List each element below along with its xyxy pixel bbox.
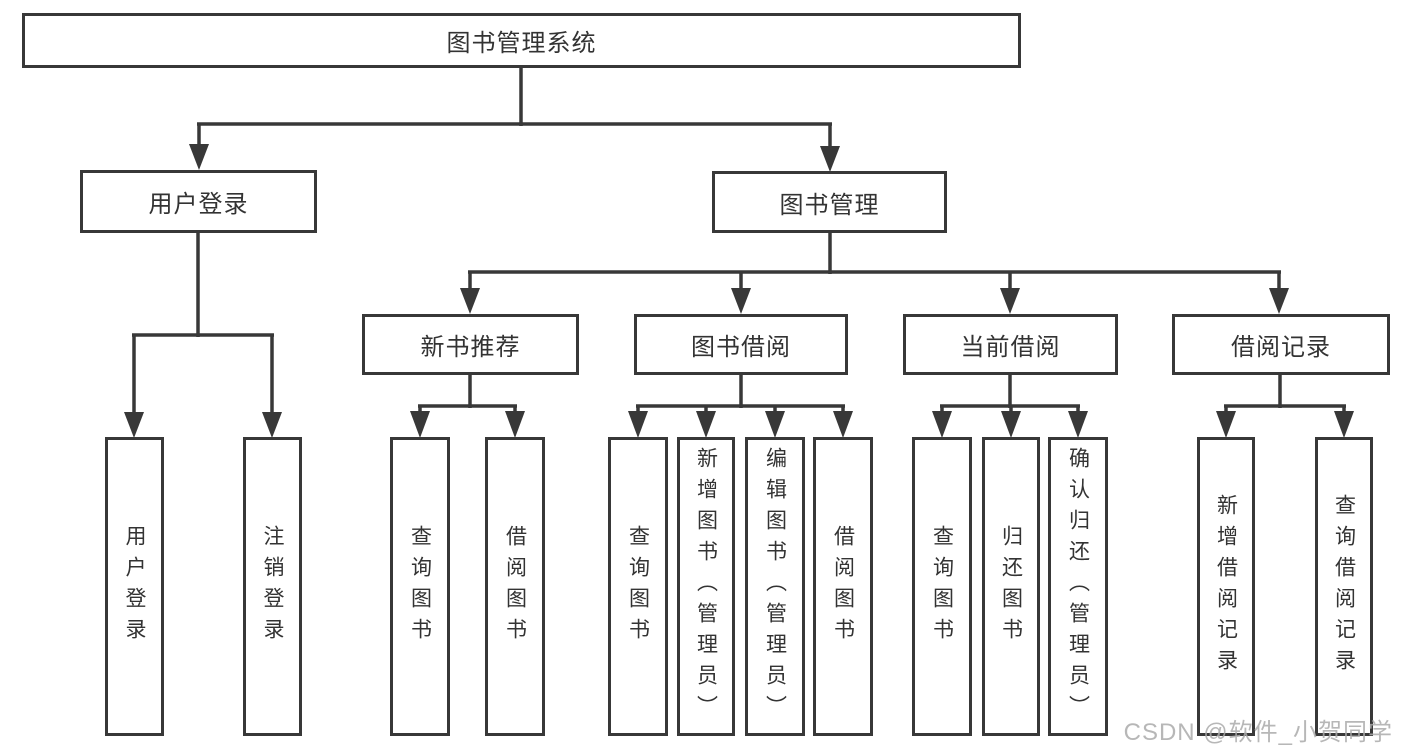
arrowhead: [1269, 288, 1289, 314]
node-book-borrowing: 图书借阅: [634, 314, 848, 375]
node-label: 当前借阅: [960, 334, 1061, 361]
node-label: 图书管理: [779, 191, 880, 219]
node-label: 图书管理系统: [446, 30, 597, 57]
arrowhead: [765, 411, 785, 438]
node-label: 图书借阅: [691, 334, 791, 361]
leaf-label: 新增图书（管理员）: [694, 447, 718, 726]
connectors-group: [124, 68, 1354, 438]
leaf-query-books-recommend: 查询图书: [390, 437, 450, 736]
node-label: 用户登录: [148, 191, 249, 218]
arrowhead: [1216, 411, 1236, 438]
leaf-label: 编辑图书（管理员）: [763, 447, 787, 726]
leaf-query-books-current: 查询图书: [912, 437, 972, 736]
arrowhead: [124, 412, 144, 438]
leaf-logout: 注销登录: [243, 437, 302, 736]
leaf-label: 新增借阅记录: [1214, 493, 1238, 680]
arrowhead: [460, 288, 480, 314]
leaf-label: 查询图书: [930, 524, 954, 649]
leaf-user-login: 用户登录: [105, 437, 164, 736]
node-borrow-records: 借阅记录: [1172, 314, 1390, 375]
leaf-label: 查询图书: [626, 524, 650, 649]
watermark: CSDN @软件_小贺同学: [1123, 719, 1393, 746]
arrowhead: [262, 412, 282, 438]
arrowhead: [410, 411, 430, 438]
leaf-label: 归还图书: [999, 524, 1023, 649]
leaf-add-books-admin: 新增图书（管理员）: [677, 437, 735, 736]
leaf-label: 注销登录: [261, 524, 284, 649]
arrowhead: [189, 144, 209, 170]
leaf-query-borrow-record: 查询借阅记录: [1315, 437, 1373, 736]
leaf-label: 借阅图书: [831, 524, 855, 649]
leaf-label: 查询借阅记录: [1332, 493, 1356, 680]
arrowhead: [1334, 411, 1354, 438]
arrowhead: [833, 411, 853, 438]
leaf-confirm-return-admin: 确认归还（管理员）: [1048, 437, 1108, 736]
arrowhead: [696, 411, 716, 438]
arrowhead: [820, 146, 840, 172]
leaf-borrow-books-borrowing: 借阅图书: [813, 437, 873, 736]
arrowhead: [731, 288, 751, 314]
leaf-label: 用户登录: [123, 524, 146, 649]
arrowhead: [628, 411, 648, 438]
node-label: 借阅记录: [1231, 334, 1331, 361]
arrowhead: [505, 411, 525, 438]
arrowhead: [1068, 411, 1088, 438]
leaf-add-borrow-record: 新增借阅记录: [1197, 437, 1255, 736]
leaf-borrow-books-recommend: 借阅图书: [485, 437, 545, 736]
leaf-label: 借阅图书: [503, 524, 527, 649]
arrowhead: [1000, 288, 1020, 314]
leaf-return-books: 归还图书: [982, 437, 1040, 736]
arrowhead: [1001, 411, 1021, 438]
leaf-query-books-borrowing: 查询图书: [608, 437, 668, 736]
arrowhead: [932, 411, 952, 438]
leaf-label: 查询图书: [408, 524, 432, 649]
node-new-book-recommend: 新书推荐: [362, 314, 579, 375]
leaf-label: 确认归还（管理员）: [1066, 447, 1090, 726]
node-label: 新书推荐: [420, 334, 521, 361]
leaf-edit-books-admin: 编辑图书（管理员）: [745, 437, 805, 736]
node-root-system: 图书管理系统: [22, 13, 1021, 68]
node-book-management: 图书管理: [712, 171, 947, 233]
node-user-login: 用户登录: [80, 170, 317, 233]
node-current-borrowing: 当前借阅: [903, 314, 1118, 375]
